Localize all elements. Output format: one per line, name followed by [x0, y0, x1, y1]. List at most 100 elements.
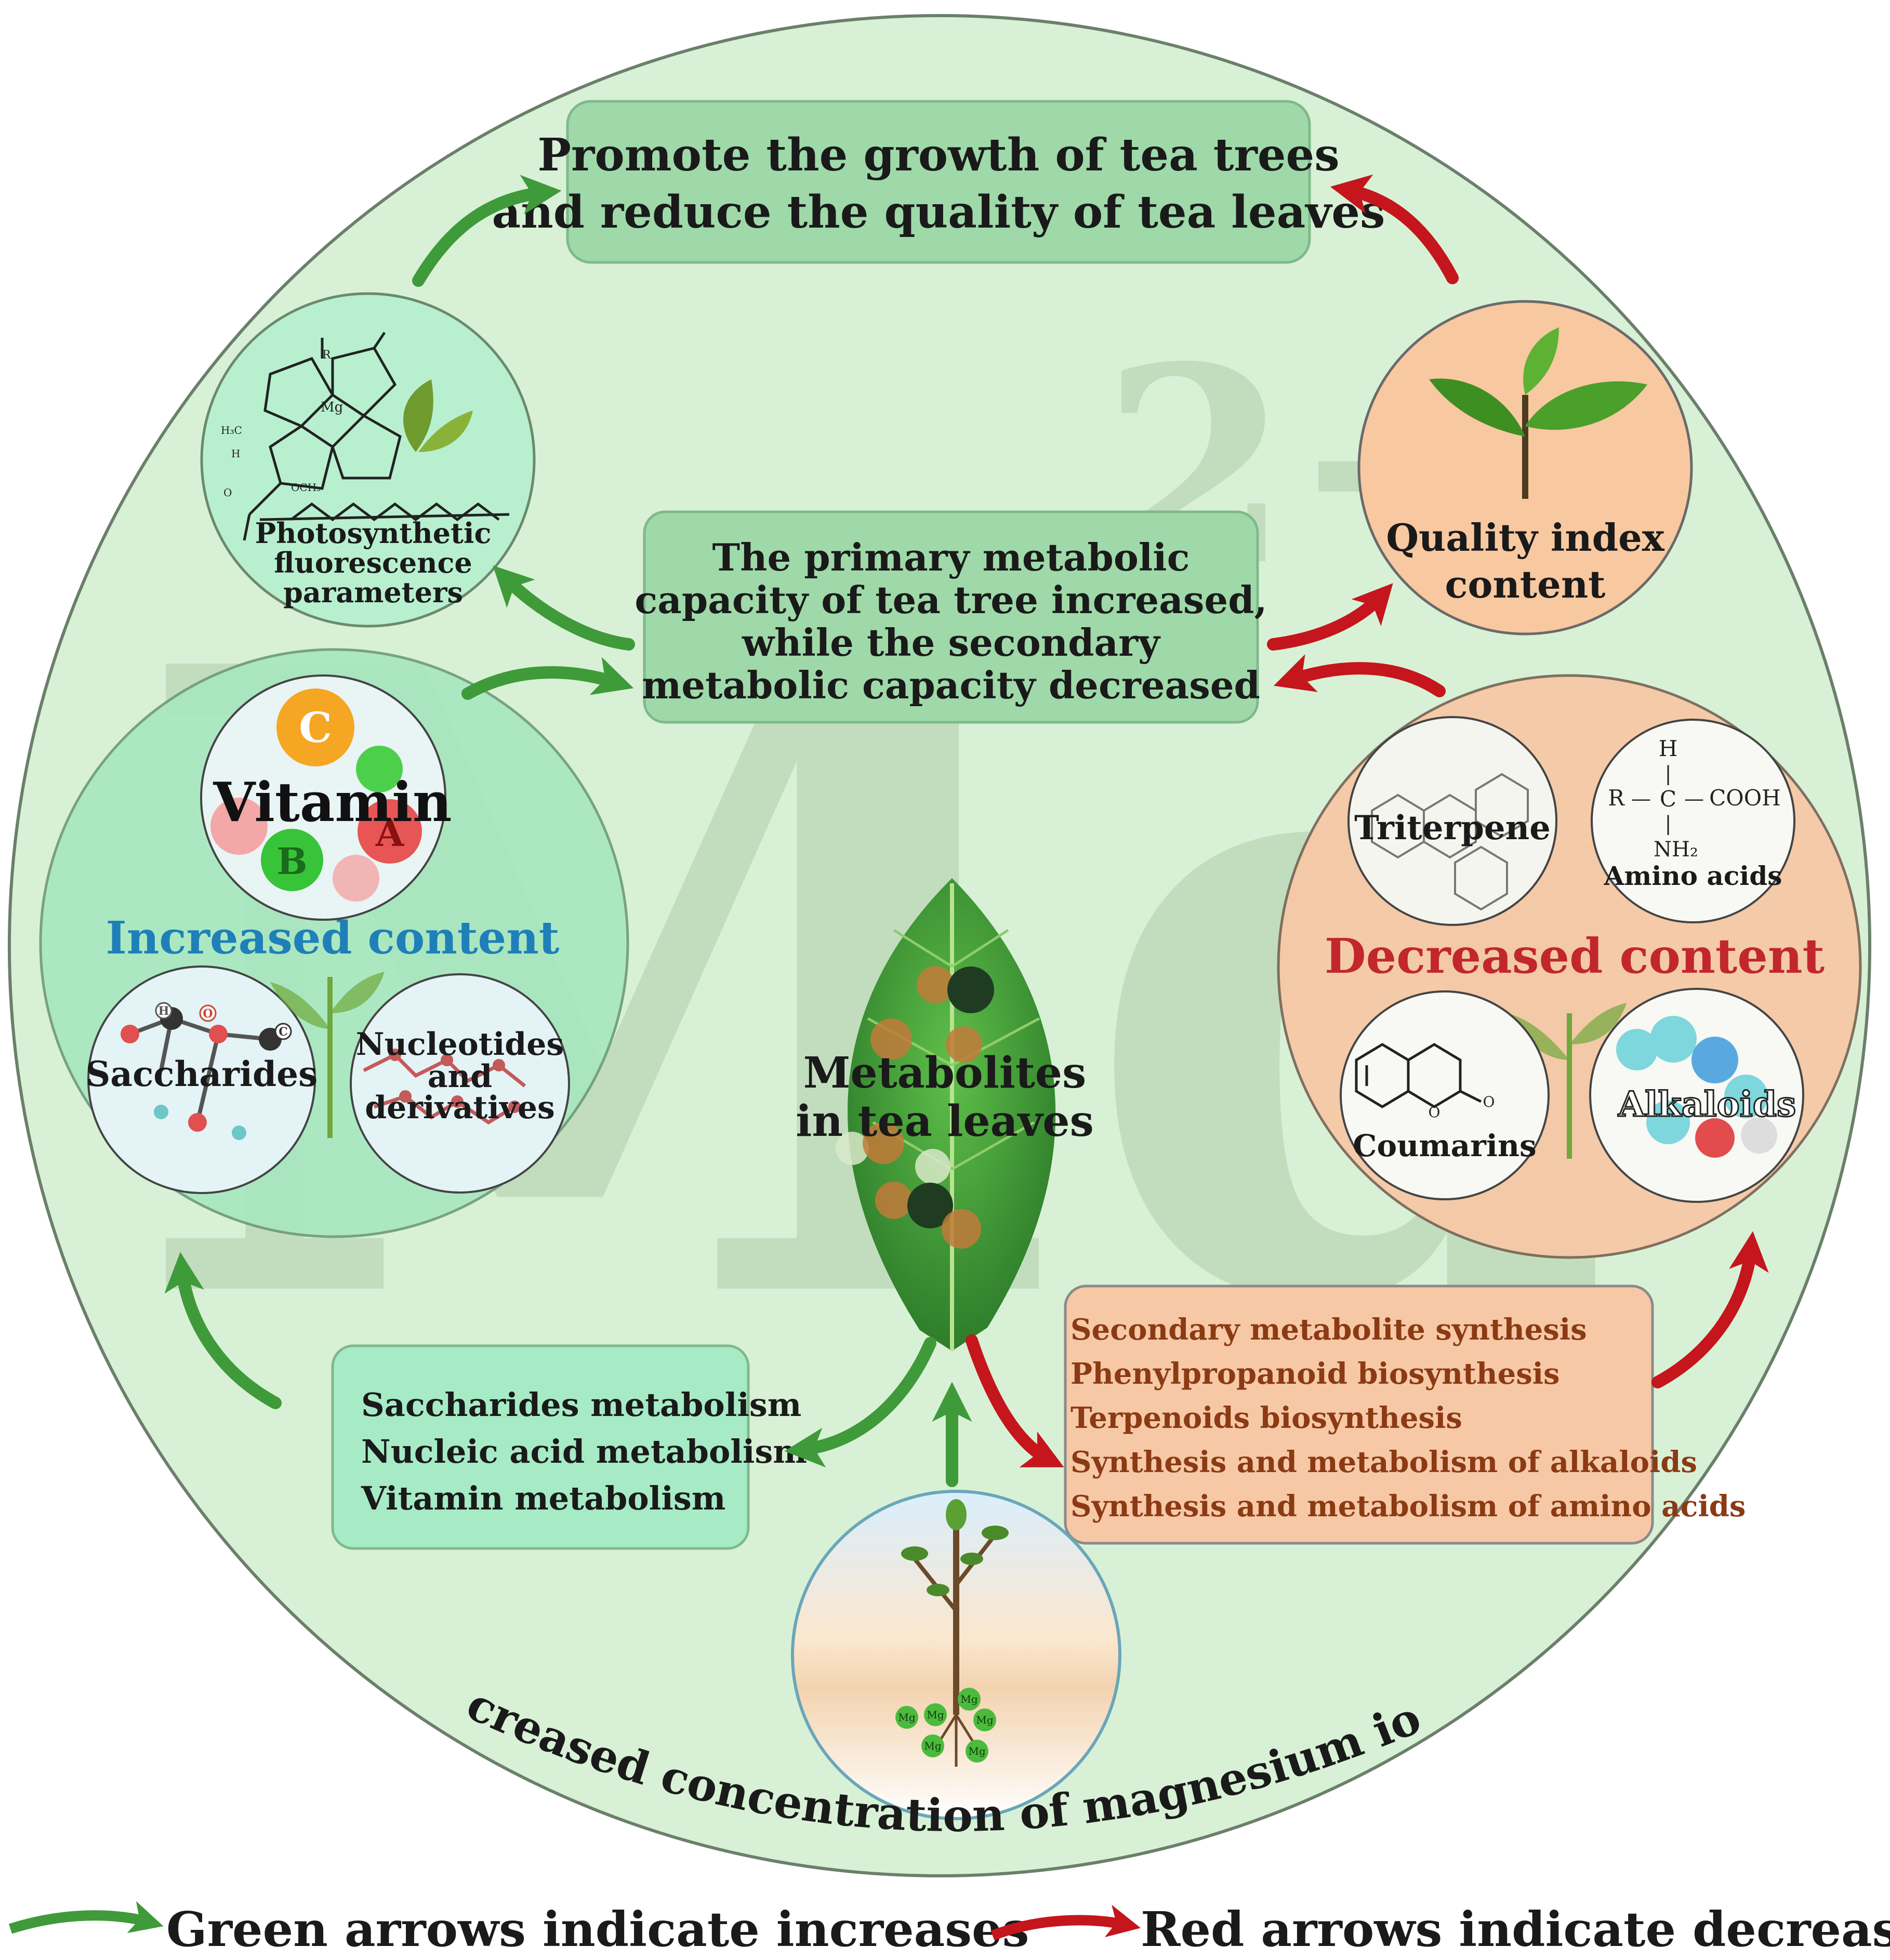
increased-content-circle: Increased content C B A Vitamin [39, 648, 629, 1238]
red-arrows [966, 174, 1769, 1467]
tea-leaf-icon [403, 379, 473, 452]
center-box-line3: while the secondary [742, 620, 1161, 665]
amino-r: R [1608, 785, 1625, 811]
secondary-item-2: Terpenoids biosynthesis [1070, 1401, 1462, 1435]
saccharides-atom-h: H [158, 1004, 169, 1018]
chlorophyll-h3c-label: H₃C [221, 424, 242, 436]
green-arrow-increased-to-center [461, 657, 634, 700]
center-box-line1: The primary metabolic [712, 535, 1190, 579]
mg-ion-label-5: Mg [924, 1740, 941, 1752]
photosynthetic-line1: Photosynthetic [255, 517, 492, 550]
coumarin-keto-o: O [1483, 1093, 1495, 1110]
mg-ion-label-1: Mg [898, 1711, 915, 1724]
amino-acids-label: Amino acids [1604, 860, 1782, 891]
decreased-content-circle: Decreased content Triterpene H | R — C —… [1277, 674, 1862, 1259]
red-arrow-center-to-quality [1267, 583, 1393, 651]
chlorophyll-o-label: O [223, 486, 232, 499]
secondary-item-1: Phenylpropanoid biosynthesis [1070, 1357, 1560, 1391]
alkaloids-circle: Alkaloids [1589, 988, 1804, 1203]
legend: Green arrows indicate increases Red arro… [8, 1901, 1890, 1957]
quality-line2: content [1445, 562, 1606, 606]
primary-item-0: Saccharides metabolism [361, 1386, 801, 1424]
top-box: Promote the growth of tea trees and redu… [492, 100, 1385, 264]
primary-metabolism-box: Saccharides metabolism Nucleic acid meta… [331, 1344, 807, 1550]
green-arrow-primary-to-increased [164, 1252, 282, 1409]
center-box-line2: capacity of tea tree increased, [635, 578, 1267, 622]
amino-h: H [1659, 736, 1678, 761]
chlorophyll-molecule-icon [243, 332, 510, 541]
quality-line1: Quality index [1386, 515, 1664, 560]
saccharides-atom-o: O [203, 1007, 213, 1021]
tea-plant-icon [1429, 327, 1647, 499]
mg-ion-label-4: Mg [976, 1714, 993, 1726]
amino-acids-circle: H | R — C — COOH | NH₂ Amino acids [1591, 719, 1795, 923]
photosynthetic-line3: parameters [283, 576, 463, 609]
nucleotides-line2: and [428, 1058, 492, 1095]
legend-green-text: Green arrows indicate increases [166, 1901, 1029, 1957]
increased-title: Increased content [105, 912, 559, 964]
legend-red-text: Red arrows indicate decreases [1141, 1901, 1890, 1957]
amino-dash-right: — [1684, 787, 1704, 810]
mg-ion-cluster: Mg Mg Mg Mg Mg Mg [895, 1688, 996, 1763]
amino-bar-bottom: | [1665, 812, 1672, 835]
nucleotides-circle: Nucleotides and derivatives [350, 973, 570, 1194]
legend-green-arrow-icon [8, 1901, 164, 1934]
triterpene-label: Triterpene [1354, 809, 1551, 847]
vitamin-circle: C B A Vitamin [200, 674, 452, 921]
top-box-line1: Promote the growth of tea trees [537, 129, 1339, 181]
leaf-shape: Metabolites in tea leaves [796, 878, 1094, 1351]
chlorophyll-och3-label: OCH₃ [291, 481, 321, 494]
saccharides-label: Saccharides [86, 1054, 318, 1094]
amino-bar-top: | [1665, 762, 1672, 785]
nucleotides-line3: derivatives [365, 1090, 555, 1126]
chlorophyll-r-label: R [322, 349, 332, 362]
secondary-item-0: Secondary metabolite synthesis [1070, 1313, 1587, 1347]
green-arrows [164, 175, 972, 1487]
secondary-item-3: Synthesis and metabolism of alkaloids [1070, 1445, 1697, 1479]
red-arrow-leaf-to-secondary [966, 1334, 1064, 1467]
vitamin-c-label: C [299, 703, 332, 752]
vitamin-a-label: A [375, 812, 405, 855]
triterpene-circle: Triterpene [1347, 716, 1557, 926]
amino-dash-left: — [1631, 787, 1651, 810]
saccharides-atom-c: C [279, 1025, 288, 1039]
amino-nh2: NH₂ [1654, 838, 1698, 862]
tea-sprout-icon-right [1507, 1003, 1627, 1159]
leaf-line1: Metabolites [803, 1048, 1087, 1098]
quality-circle: Quality index content [1357, 300, 1693, 635]
coumarin-o: O [1429, 1104, 1440, 1121]
red-arrow-decreased-to-center [1273, 654, 1446, 697]
coumarins-circle: O O Coumarins [1340, 990, 1550, 1200]
green-arrow-center-to-photo [493, 565, 635, 651]
amino-c: C [1660, 786, 1676, 812]
secondary-metabolism-box: Secondary metabolite synthesis Phenylpro… [1064, 1284, 1746, 1545]
alkaloids-label: Alkaloids [1618, 1084, 1796, 1124]
primary-item-2: Vitamin metabolism [361, 1479, 725, 1517]
tea-sprout-icon-left [270, 972, 385, 1138]
legend-red-arrow-icon [990, 1904, 1141, 1941]
mg-plant-circle: Mg Mg Mg Mg Mg Mg [791, 1490, 1121, 1820]
photosynthetic-circle: Mg R H₃C H OCH₃ O Photosynthetic fluores… [200, 292, 536, 628]
top-box-line2: and reduce the quality of tea leaves [492, 186, 1385, 239]
leaf-line2: in tea leaves [796, 1096, 1093, 1146]
green-arrow-leaf-to-primary [784, 1337, 936, 1468]
mg-ion-label-3: Mg [960, 1693, 977, 1705]
vitamin-b-label: B [276, 840, 307, 883]
vitamin-label: Vitamin [213, 770, 452, 834]
primary-item-1: Nucleic acid metabolism [361, 1433, 807, 1471]
photosynthetic-line2: fluorescence [274, 546, 472, 579]
decreased-title: Decreased content [1325, 928, 1825, 984]
nucleotides-line1: Nucleotides [356, 1026, 564, 1063]
coumarins-label: Coumarins [1353, 1128, 1536, 1163]
red-arrow-secondary-to-decreased [1651, 1231, 1769, 1388]
secondary-item-4: Synthesis and metabolism of amino acids [1070, 1489, 1746, 1524]
mg-ion-label-2: Mg [927, 1709, 944, 1721]
center-box: The primary metabolic capacity of tea tr… [635, 510, 1267, 724]
mg-ion-label-6: Mg [968, 1745, 985, 1757]
chlorophyll-h-label: H [231, 447, 240, 460]
amino-cooh: COOH [1709, 785, 1781, 811]
chlorophyll-mg-label: Mg [321, 400, 343, 415]
green-arrow-photo-to-top [412, 175, 562, 287]
